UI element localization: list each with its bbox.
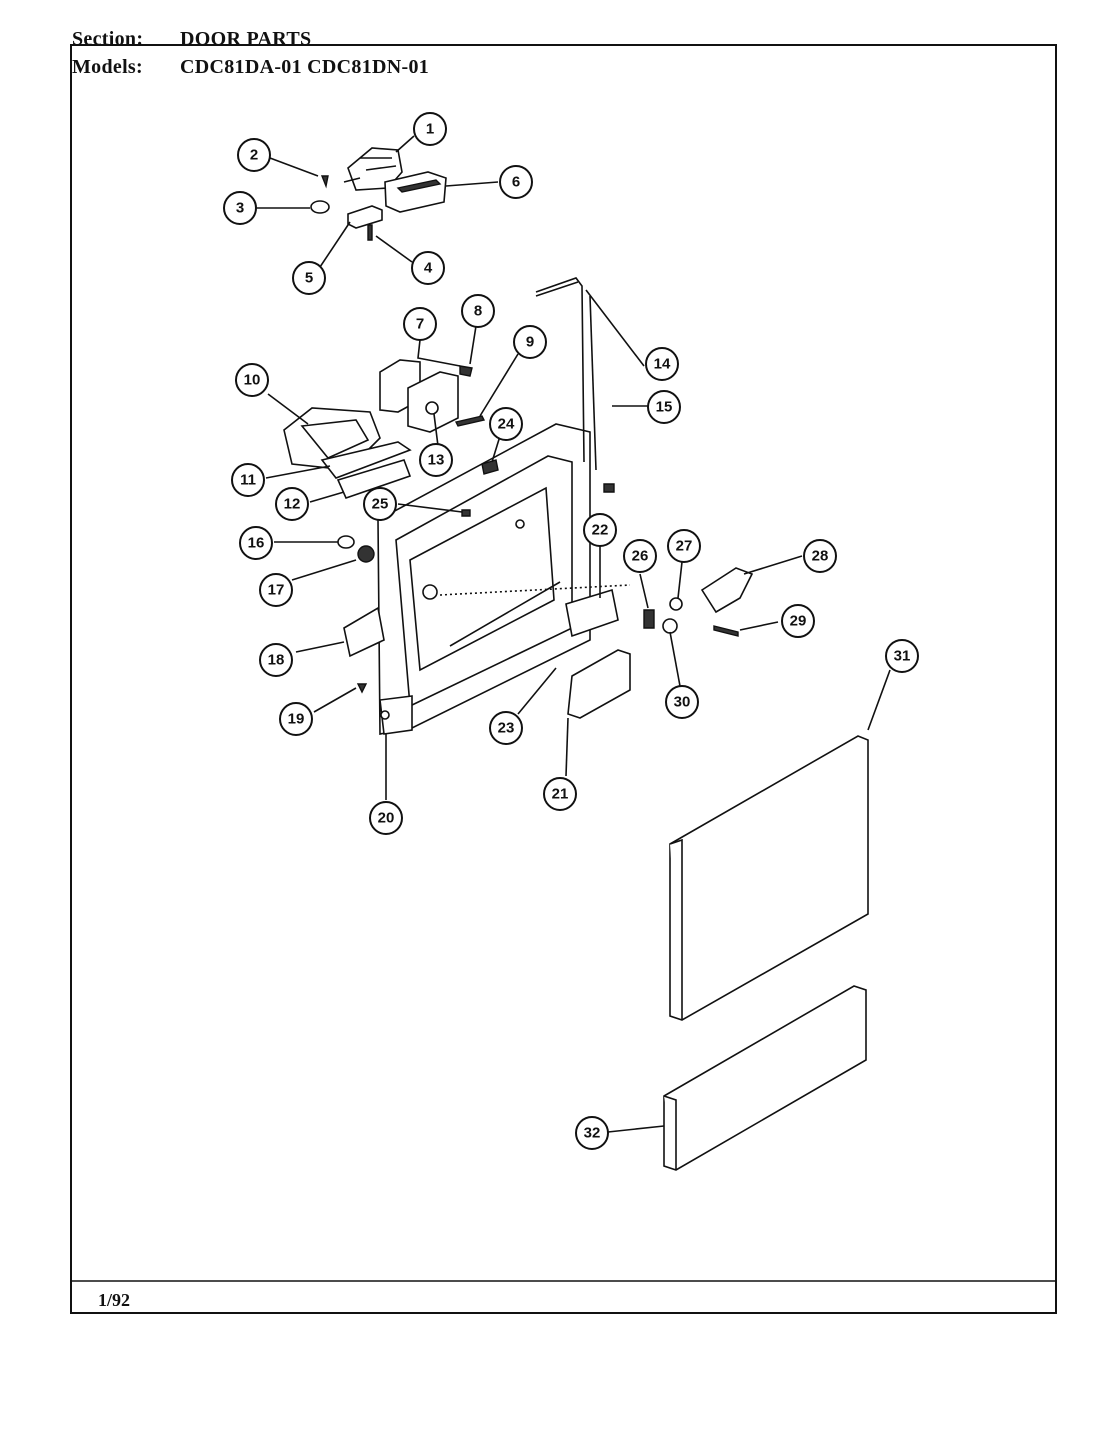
svg-text:26: 26: [632, 548, 649, 565]
inner-door-panel: [377, 423, 591, 735]
svg-text:11: 11: [240, 472, 256, 489]
svg-text:24: 24: [498, 416, 515, 433]
latch-assembly: [310, 147, 447, 241]
svg-text:12: 12: [284, 496, 301, 513]
callout-23: 23: [489, 711, 523, 745]
callout-9: 9: [513, 325, 547, 359]
callout-group: 1 2 3 4 5 6 7 8 9 10 11 12 13 14 15 16 1…: [223, 112, 919, 1150]
callout-11: 11: [231, 463, 265, 497]
callout-32: 32: [575, 1116, 609, 1150]
callout-22: 22: [583, 513, 617, 547]
svg-text:9: 9: [526, 334, 534, 351]
svg-text:30: 30: [674, 694, 691, 711]
access-panel: [663, 985, 867, 1171]
svg-text:14: 14: [654, 356, 671, 373]
outer-door-panel: [669, 735, 869, 1021]
callout-30: 30: [665, 685, 699, 719]
callout-10: 10: [235, 363, 269, 397]
models-list: CDC81DA-01 CDC81DN-01: [180, 56, 430, 78]
callout-24: 24: [489, 407, 523, 441]
svg-text:31: 31: [894, 648, 911, 665]
leader-lines: [256, 135, 891, 1133]
svg-text:17: 17: [268, 582, 285, 599]
callout-31: 31: [885, 639, 919, 673]
callout-19: 19: [279, 702, 313, 736]
revision-date: 1/92: [98, 1290, 131, 1310]
svg-text:3: 3: [236, 200, 244, 217]
svg-text:20: 20: [378, 810, 395, 827]
svg-text:4: 4: [424, 260, 433, 277]
callout-7: 7: [403, 307, 437, 341]
small-parts: [337, 459, 754, 719]
callout-13: 13: [419, 443, 453, 477]
callout-25: 25: [363, 487, 397, 521]
callout-8: 8: [461, 294, 495, 328]
callout-20: 20: [369, 801, 403, 835]
callout-16: 16: [239, 526, 273, 560]
svg-text:32: 32: [584, 1125, 601, 1142]
svg-text:6: 6: [512, 174, 520, 191]
svg-text:7: 7: [416, 316, 424, 333]
callout-17: 17: [259, 573, 293, 607]
callout-27: 27: [667, 529, 701, 563]
svg-text:18: 18: [268, 652, 285, 669]
svg-text:19: 19: [288, 711, 305, 728]
svg-text:2: 2: [250, 147, 258, 164]
svg-text:27: 27: [676, 538, 693, 555]
svg-text:1: 1: [426, 121, 434, 138]
dispenser-assembly: [283, 359, 486, 499]
svg-text:22: 22: [592, 522, 609, 539]
page-frame: [70, 44, 1057, 1314]
door-gasket: [535, 277, 597, 471]
svg-text:28: 28: [812, 548, 829, 565]
callout-29: 29: [781, 604, 815, 638]
callout-3: 3: [223, 191, 257, 225]
callout-4: 4: [411, 251, 445, 285]
svg-text:15: 15: [656, 399, 673, 416]
svg-text:25: 25: [372, 496, 389, 513]
svg-text:13: 13: [428, 452, 445, 469]
svg-text:5: 5: [305, 270, 313, 287]
callout-1: 1: [413, 112, 447, 146]
callout-26: 26: [623, 539, 657, 573]
callout-6: 6: [499, 165, 533, 199]
svg-text:29: 29: [790, 613, 807, 630]
callout-12: 12: [275, 487, 309, 521]
svg-text:16: 16: [248, 535, 265, 552]
svg-text:10: 10: [244, 372, 261, 389]
callout-5: 5: [292, 261, 326, 295]
callout-14: 14: [645, 347, 679, 381]
svg-text:8: 8: [474, 303, 482, 320]
callout-28: 28: [803, 539, 837, 573]
svg-text:21: 21: [552, 786, 569, 803]
callout-2: 2: [237, 138, 271, 172]
svg-text:23: 23: [498, 720, 515, 737]
callout-18: 18: [259, 643, 293, 677]
models-label: Models:: [72, 56, 143, 78]
callout-21: 21: [543, 777, 577, 811]
callout-15: 15: [647, 390, 681, 424]
